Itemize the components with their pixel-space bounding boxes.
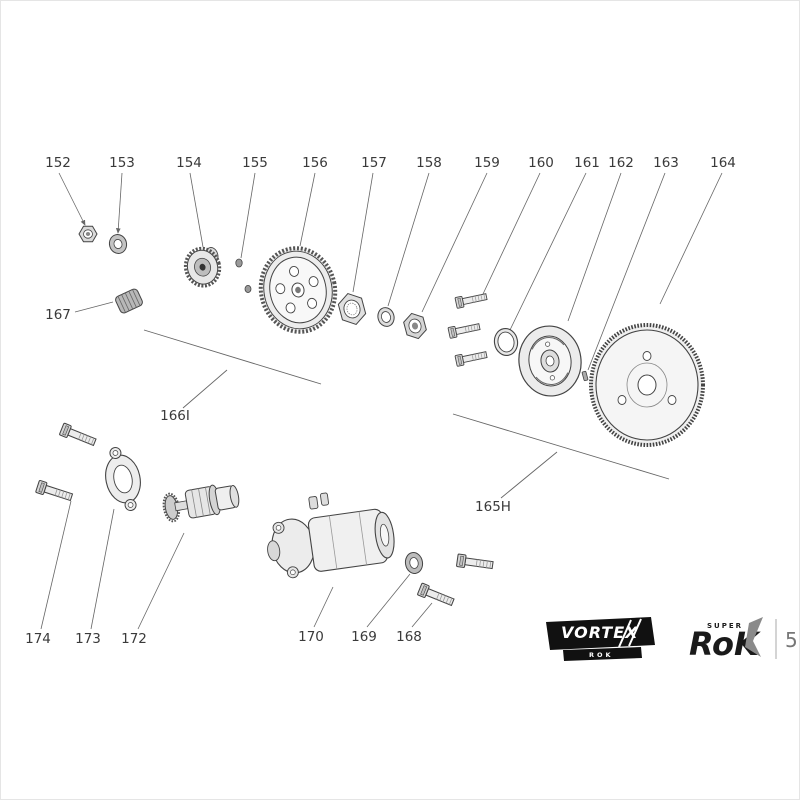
- leader-170: [313, 586, 334, 628]
- part-161-ring: [493, 328, 519, 356]
- leader-157: [352, 172, 374, 293]
- part-label-167: 167: [45, 307, 71, 323]
- part-label-153: 153: [109, 155, 135, 171]
- part-label-164: 164: [710, 155, 736, 171]
- leader-162: [567, 172, 622, 322]
- leader-155: [240, 172, 256, 259]
- vortex-logo-subtext: ROK: [589, 651, 614, 659]
- part-label-154: 154: [176, 155, 202, 171]
- part-168-bolts: [416, 553, 495, 609]
- part-172-starter-drive: [162, 484, 240, 523]
- part-label-172: 172: [121, 631, 147, 647]
- part-162-clutch: [518, 325, 582, 397]
- part-label-156: 156: [302, 155, 328, 171]
- leader-160: [482, 172, 541, 295]
- vortex-logo-text: VORTEX: [561, 623, 638, 642]
- leader-161: [509, 172, 587, 331]
- group-label-165H: 165H: [475, 499, 511, 515]
- part-167-roller-bearing: [115, 288, 143, 314]
- part-label-155: 155: [242, 155, 268, 171]
- part-155-pins: [235, 258, 252, 293]
- part-156-drum: [258, 246, 338, 334]
- part-label-170: 170: [298, 629, 324, 645]
- vortex-logo: VORTEX ROK: [546, 617, 655, 661]
- leader-172: [137, 532, 185, 630]
- leader-163: [587, 172, 666, 371]
- part-label-162: 162: [608, 155, 634, 171]
- part-label-152: 152: [45, 155, 71, 171]
- part-label-163: 163: [653, 155, 679, 171]
- part-174-bolts: [35, 422, 98, 504]
- leader-168: [411, 602, 433, 628]
- leader-152: [58, 172, 86, 226]
- leader-174: [40, 500, 72, 630]
- part-label-160: 160: [528, 155, 554, 171]
- part-158-washer: [377, 307, 395, 327]
- leader-167: [74, 301, 114, 313]
- part-label-169: 169: [351, 629, 377, 645]
- leader-lines: [40, 172, 723, 630]
- leader-158: [387, 172, 430, 307]
- leader-173: [90, 508, 115, 630]
- part-152-nut: [78, 225, 98, 243]
- part-154-gear: [183, 246, 222, 288]
- leader-154: [189, 172, 204, 248]
- leader-153: [115, 172, 123, 234]
- page-number: 5: [785, 628, 798, 652]
- part-157-flange-nut: [337, 292, 367, 326]
- rok-logo-super: SUPER: [707, 622, 743, 630]
- part-164-flywheel: [589, 323, 705, 447]
- leader-164: [659, 172, 723, 305]
- leader-169: [366, 573, 411, 628]
- part-label-161: 161: [574, 155, 600, 171]
- part-label-168: 168: [396, 629, 422, 645]
- leader-156: [299, 172, 316, 247]
- part-153-washer: [108, 234, 128, 254]
- part-163-pin: [581, 370, 589, 382]
- part-label-157: 157: [361, 155, 387, 171]
- part-159-nut: [403, 312, 427, 340]
- part-173-bracket: [105, 447, 141, 511]
- part-169-washer: [404, 552, 424, 574]
- part-label-158: 158: [416, 155, 442, 171]
- part-label-159: 159: [474, 155, 500, 171]
- rok-logo: SUPER RoK: [689, 617, 763, 663]
- part-160-bolts: [447, 290, 489, 367]
- part-170-starter-motor: [267, 492, 395, 579]
- part-label-173: 173: [75, 631, 101, 647]
- group-label-166I: 166I: [160, 408, 190, 424]
- group-bracket-165H: [452, 413, 670, 499]
- group-bracket-166I: [143, 329, 322, 409]
- part-label-174: 174: [25, 631, 51, 647]
- leader-159: [421, 172, 488, 313]
